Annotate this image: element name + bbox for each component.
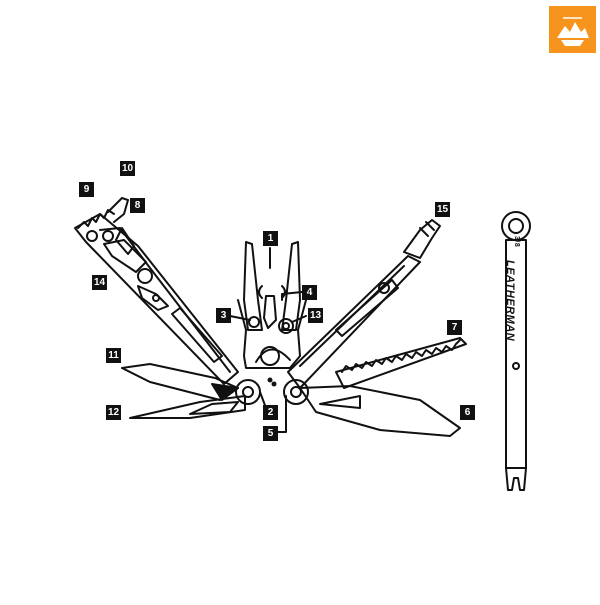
tool-13-right-pivot-inner bbox=[282, 322, 290, 330]
callout-3: 3 bbox=[216, 308, 231, 323]
bit-driver-size: 3/8 bbox=[513, 236, 520, 248]
tool-14-lever bbox=[137, 285, 169, 311]
tool-13-right-pivot bbox=[278, 318, 294, 334]
tool-12-blade-cutout bbox=[189, 401, 239, 415]
tool-15-bit-detail bbox=[419, 221, 435, 237]
tool-6-blade-spine bbox=[319, 395, 361, 409]
bit-driver-socket bbox=[501, 211, 531, 241]
tool-4-wire-cutter bbox=[263, 295, 277, 329]
tool-6-blade bbox=[299, 385, 461, 437]
tool-7-saw-teeth bbox=[341, 339, 461, 373]
brand-badge bbox=[549, 6, 596, 53]
leader-5 bbox=[275, 395, 287, 433]
callout-13: 13 bbox=[308, 308, 323, 323]
tool-2-left-pivot-inner bbox=[242, 386, 254, 398]
callout-9: 9 bbox=[79, 182, 94, 197]
left-handle-pivot-b bbox=[102, 230, 114, 242]
pliers-hinge-arc bbox=[255, 348, 291, 363]
tool-15-bit-driver bbox=[403, 219, 441, 259]
callout-12: 12 bbox=[106, 405, 121, 420]
callout-11: 11 bbox=[106, 348, 121, 363]
callout-14: 14 bbox=[92, 275, 107, 290]
left-handle-pivot-a bbox=[86, 230, 98, 242]
tool-1-pliers-right-jaw bbox=[281, 241, 301, 331]
pliers-hinge-disc bbox=[260, 346, 280, 366]
leader-4 bbox=[281, 291, 303, 301]
leader-3 bbox=[229, 315, 251, 321]
mountain-logo-icon bbox=[557, 17, 589, 46]
bit-driver-prongs bbox=[505, 467, 527, 491]
bit-driver-hole bbox=[512, 362, 520, 370]
left-handle-slot bbox=[171, 307, 223, 363]
callout-1: 1 bbox=[263, 231, 278, 246]
tool-5-right-pivot-inner bbox=[290, 386, 302, 398]
callout-15: 15 bbox=[435, 202, 450, 217]
tool-15-screw bbox=[378, 282, 390, 294]
callout-7: 7 bbox=[447, 320, 462, 335]
right-handle bbox=[287, 255, 421, 389]
bit-driver-socket-inner bbox=[508, 218, 524, 234]
tool-10-cutter-tip bbox=[107, 197, 129, 223]
callout-4: 4 bbox=[302, 285, 317, 300]
tool-9-serrated-edge bbox=[77, 209, 115, 229]
bit-driver-brand: LEATHERMAN bbox=[504, 260, 516, 342]
tool-2-left-pivot bbox=[235, 379, 261, 405]
tool-1-pliers-body bbox=[237, 299, 307, 369]
callout-6: 6 bbox=[460, 405, 475, 420]
tool-14-ring bbox=[137, 268, 153, 284]
callout-10: 10 bbox=[120, 161, 135, 176]
callout-8: 8 bbox=[130, 198, 145, 213]
tool-5-right-pivot bbox=[283, 379, 309, 405]
tool-7-saw-blade bbox=[335, 337, 467, 389]
tool-8-hook bbox=[115, 227, 135, 255]
callout-5: 5 bbox=[263, 426, 278, 441]
center-dot-2 bbox=[271, 381, 277, 387]
leader-13 bbox=[291, 315, 307, 323]
callout-2: 2 bbox=[263, 405, 278, 420]
tool-14-scissors bbox=[103, 239, 147, 273]
left-handle bbox=[74, 213, 239, 385]
tool-3-left-pivot bbox=[248, 316, 260, 328]
tool-12-blade bbox=[129, 395, 246, 419]
tool-14-screw bbox=[152, 294, 160, 302]
center-dot-1 bbox=[267, 377, 273, 383]
tool-11-awl-tip bbox=[211, 383, 239, 401]
tool-1-pliers-left-jaw bbox=[243, 241, 263, 331]
